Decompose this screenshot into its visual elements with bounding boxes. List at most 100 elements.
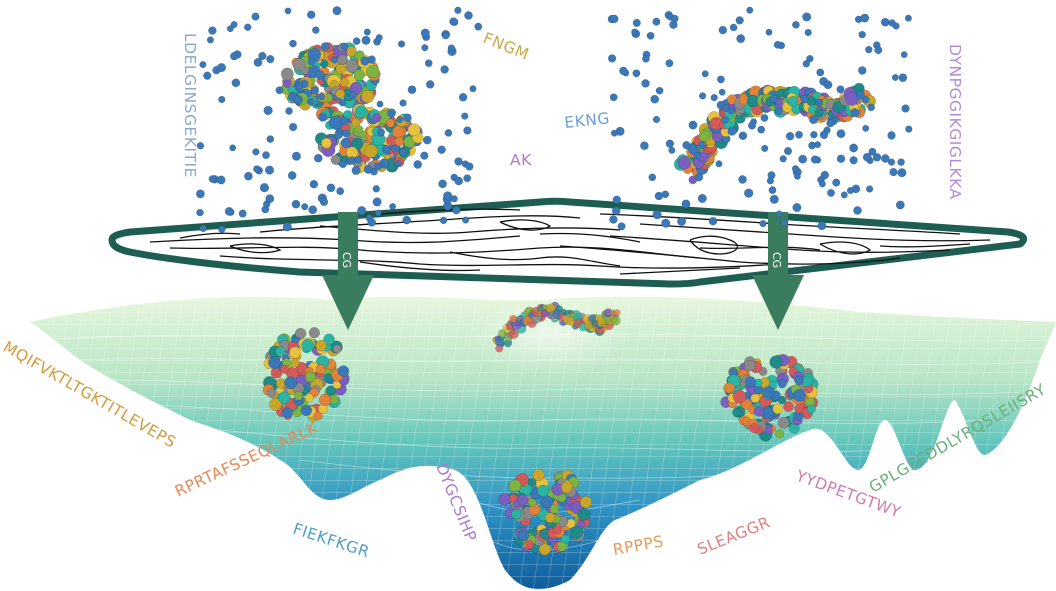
solvent-dot	[652, 17, 661, 26]
solvent-dot	[760, 113, 769, 122]
cg-bead	[806, 404, 816, 414]
solvent-dot	[336, 187, 345, 196]
solvent-dot	[804, 28, 812, 37]
cg-bead	[794, 403, 805, 414]
solvent-dot	[718, 88, 726, 96]
solvent-dot	[661, 190, 670, 199]
solvent-dot	[438, 179, 447, 189]
cg-bead	[308, 327, 320, 339]
solvent-dot	[641, 79, 650, 88]
cg-bead	[611, 316, 621, 326]
solvent-dot	[736, 34, 746, 44]
solvent-dot	[861, 95, 870, 104]
arrow-left-label: CG	[340, 252, 353, 268]
cg-bead	[315, 364, 326, 375]
cg-bead	[527, 498, 537, 508]
solvent-dot	[746, 6, 754, 14]
cg-bead	[577, 508, 591, 521]
solvent-dot	[889, 167, 898, 177]
solvent-dot	[464, 11, 473, 20]
atom	[392, 125, 405, 138]
solvent-dot	[425, 80, 435, 89]
solvent-dot	[230, 52, 239, 61]
solvent-dot	[609, 215, 618, 224]
cg-proteins	[262, 301, 819, 556]
solvent-dot	[682, 140, 691, 150]
cg-bead	[304, 371, 316, 383]
solvent-dot	[229, 144, 237, 152]
solvent-dot	[836, 85, 845, 94]
solvent-dot	[648, 173, 657, 182]
solvent-dot	[399, 99, 407, 107]
atom	[365, 64, 380, 79]
solvent-dot	[291, 151, 301, 161]
solvent-dot	[252, 148, 260, 156]
solvent-dot	[407, 85, 417, 95]
cg-bead	[508, 479, 522, 493]
solvent-dot	[718, 25, 728, 35]
solvent-dot	[218, 225, 226, 233]
cg-bead	[753, 406, 765, 417]
cg-bead	[732, 407, 742, 418]
solvent-dot	[420, 28, 430, 38]
solvent-dot	[757, 125, 766, 134]
solvent-dot	[402, 215, 412, 225]
cg-bead	[278, 391, 291, 404]
solvent-dot	[858, 30, 866, 39]
cg-bead	[777, 379, 787, 389]
cg-bead	[750, 393, 761, 404]
solvent-dot	[386, 108, 397, 118]
solvent-dot	[802, 60, 811, 68]
solvent-dot	[351, 165, 361, 175]
cg-bead	[304, 393, 314, 403]
solvent-dot	[454, 176, 464, 186]
atom	[292, 57, 306, 72]
solvent-dot	[208, 26, 217, 35]
solvent-dot	[769, 194, 779, 204]
cg-bead	[332, 344, 342, 354]
solvent-dot	[263, 105, 273, 116]
atom	[814, 108, 824, 118]
solvent-dot	[262, 151, 270, 160]
solvent-dot	[891, 74, 899, 81]
solvent-dot	[747, 121, 757, 130]
solvent-dot	[862, 124, 870, 132]
solvent-dot	[307, 98, 315, 106]
solvent-dot	[326, 183, 336, 193]
solvent-dot	[650, 94, 660, 104]
cg-bead	[783, 401, 794, 412]
cg-bead	[524, 539, 534, 550]
solvent-dot	[367, 55, 376, 64]
solvent-dot	[836, 154, 846, 163]
atom	[335, 63, 346, 75]
atom	[280, 67, 294, 81]
solvent-dot	[640, 141, 649, 151]
cg-bead	[749, 423, 760, 433]
sequence-top-center-b: EKNG	[564, 109, 611, 132]
cg-bead	[538, 543, 551, 556]
cg-bead	[527, 478, 537, 487]
cg-arrows	[322, 212, 804, 330]
solvent-dot	[849, 143, 859, 153]
solvent-dot	[266, 135, 275, 143]
solvent-dot	[282, 222, 292, 232]
solvent-dot	[332, 6, 342, 16]
solvent-dot	[693, 152, 701, 160]
solvent-dot	[665, 139, 675, 148]
solvent-dot	[199, 61, 207, 69]
solvent-dot	[901, 104, 910, 113]
solvent-dot	[312, 26, 320, 34]
solvent-dot	[443, 191, 453, 201]
solvent-dot	[340, 42, 349, 51]
solvent-dot	[266, 54, 275, 64]
atom	[345, 59, 359, 73]
solvent-dot	[315, 70, 325, 80]
solvent-dot	[888, 19, 896, 27]
solvent-dot	[670, 14, 679, 23]
solvent-dot	[642, 54, 650, 63]
solvent-dot	[652, 210, 662, 220]
solvent-dot	[357, 206, 367, 216]
solvent-dot	[463, 174, 472, 183]
solvent-dot	[792, 202, 802, 213]
